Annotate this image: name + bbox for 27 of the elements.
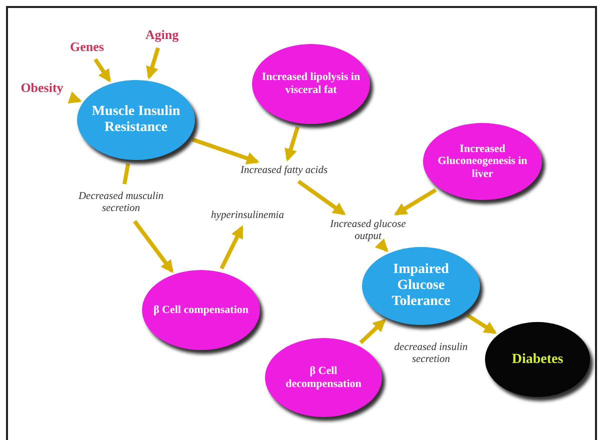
arrow (284, 126, 300, 162)
arrow (94, 58, 111, 82)
note-text: decreased insulin secretion (393, 342, 469, 366)
arrow (192, 138, 260, 164)
flow-text: Increased fatty acids (236, 163, 332, 179)
cause-label: Obesity (12, 79, 72, 97)
ellipse-node: Increased lipolysis in visceral fat (252, 44, 370, 124)
ellipse-node: Muscle Insulin Resistance (77, 80, 195, 160)
flow-text: Increased glucose output (322, 216, 414, 246)
cause-label: Genes (62, 38, 112, 56)
arrow (394, 188, 437, 216)
arrow (359, 318, 386, 344)
arrow (466, 313, 497, 334)
ellipse-node: β Cell compensation (142, 270, 260, 350)
arrow (220, 225, 244, 270)
flow-text: hyperinsulinemia (195, 208, 300, 224)
flow-text: Decreased musculin secretion (60, 188, 182, 218)
arrow (133, 220, 174, 274)
arrow (146, 47, 160, 80)
ellipse-node: β Cell decompensation (265, 338, 382, 417)
arrow (374, 238, 388, 252)
arrow (297, 180, 346, 216)
ellipse-node: Diabetes (485, 322, 590, 397)
arrow (68, 91, 82, 104)
ellipse-node: Impaired Glucose Tolerance (362, 247, 480, 325)
cause-label: Aging (136, 26, 188, 44)
ellipse-node: Increased Gluconeogenesis in liver (423, 123, 542, 200)
